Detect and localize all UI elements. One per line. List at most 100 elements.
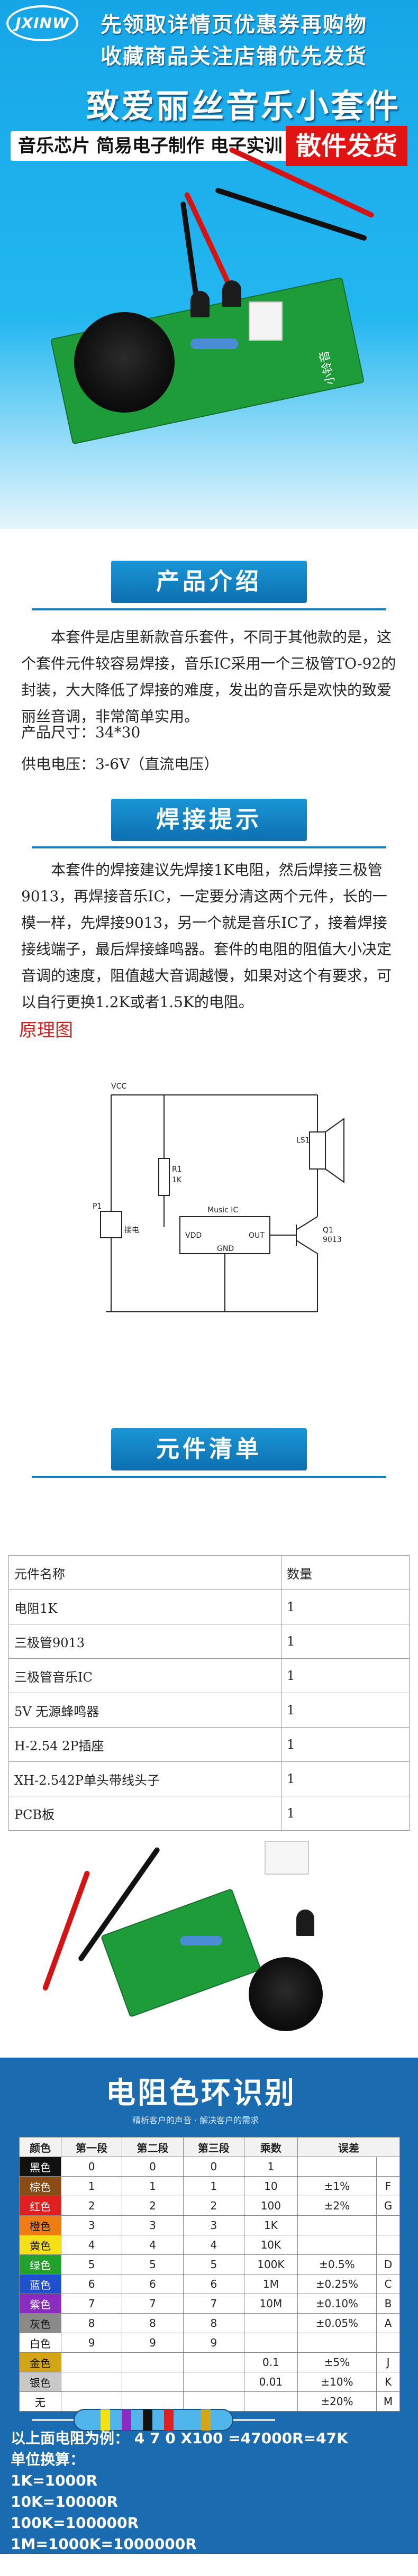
color-cell: 6 — [183, 2274, 244, 2294]
color-col-header: 第二段 — [122, 2137, 184, 2157]
color-cell: ±0.05% — [297, 2313, 377, 2333]
color-cell: 2 — [122, 2196, 184, 2216]
product-title: 致爱丽丝音乐小套件 — [86, 87, 401, 125]
color-cell: ±2% — [297, 2196, 377, 2216]
color-code-section: 电阻色环识别 精析客户的声音 · 解决客户的需求 颜色第一段第二段第三段乘数误差… — [0, 2058, 418, 2574]
part-qty: 1 — [281, 1727, 410, 1762]
color-swatch: 绿色 — [19, 2254, 61, 2274]
color-row: 无±20%M — [19, 2391, 400, 2411]
color-cell: K — [376, 2372, 400, 2392]
q1-symbol — [270, 1216, 318, 1312]
gnd-pin: GND — [217, 1245, 234, 1253]
color-cell — [376, 2157, 400, 2177]
color-cell — [122, 2372, 184, 2392]
color-code-subtitle: 精析客户的声音 · 解决客户的需求 — [132, 2115, 259, 2125]
unit-line: 10K=10000R — [11, 2493, 119, 2510]
color-cell: 9 — [122, 2333, 184, 2353]
loose-pcb — [100, 1888, 262, 2018]
table-header-row: 元件名称 数量 — [8, 1555, 410, 1590]
color-cell: 6 — [122, 2274, 184, 2294]
music-ic — [222, 280, 241, 307]
color-col-header: 乘数 — [243, 2137, 298, 2157]
color-cell — [297, 2215, 377, 2235]
intro-heading: 产品介绍 — [111, 561, 307, 603]
color-swatch: 黑色 — [19, 2157, 61, 2177]
loose-buzzer — [249, 1957, 323, 2031]
part-name: 5V 无源蜂鸣器 — [8, 1693, 281, 1728]
buzzer — [74, 312, 175, 413]
color-swatch: 红色 — [19, 2196, 61, 2216]
color-cell: 4 — [122, 2235, 184, 2255]
parts-photo — [0, 1804, 418, 2047]
color-cell: ±20% — [297, 2391, 377, 2411]
color-cell — [60, 2352, 123, 2372]
part-name: H-2.54 2P插座 — [8, 1727, 281, 1762]
color-cell: 1M — [243, 2274, 298, 2294]
part-qty: 1 — [281, 1624, 410, 1659]
vcc-label: VCC — [111, 1082, 126, 1091]
color-cell: 7 — [60, 2294, 123, 2314]
intro-divider — [32, 608, 386, 610]
schematic-diagram: VCC R1 1K Music IC VDD OUT GND Q1 9013 L… — [93, 1082, 344, 1312]
color-col-header: 颜色 — [19, 2137, 61, 2157]
color-cell — [297, 2235, 377, 2255]
part-name: PCB板 — [8, 1796, 281, 1831]
weld-text: 本套件的焊接建议先焊接1K电阻，然后焊接三极管9013，再焊接音乐IC，一定要分… — [21, 861, 392, 1011]
color-cell — [243, 2313, 298, 2333]
color-cell: 7 — [122, 2294, 184, 2314]
unit-line: 100K=100000R — [11, 2514, 139, 2532]
color-cell: 0 — [60, 2157, 123, 2177]
weld-heading: 焊接提示 — [111, 799, 307, 841]
color-cell: 5 — [60, 2254, 123, 2274]
transistor — [190, 291, 210, 317]
speaker-cone — [325, 1118, 344, 1183]
color-cell: ±0.10% — [297, 2294, 377, 2314]
units-title: 单位换算： — [11, 2451, 85, 2468]
col-name-header: 元件名称 — [8, 1555, 281, 1590]
color-cell: 100K — [243, 2254, 298, 2274]
resistor — [190, 339, 238, 349]
speaker-label: LS1 — [296, 1136, 310, 1145]
vdd-pin: VDD — [185, 1231, 202, 1240]
p1-value: 接电 — [124, 1226, 139, 1235]
ic-label: Music IC — [207, 1206, 238, 1214]
color-cell: 10M — [243, 2294, 298, 2314]
color-cell — [376, 2215, 400, 2235]
weld-divider — [32, 846, 386, 848]
color-cell: M — [376, 2391, 400, 2411]
color-cell: 0 — [122, 2157, 184, 2177]
loose-connector — [265, 1841, 309, 1875]
color-cell: C — [376, 2274, 400, 2294]
color-cell: 5 — [122, 2254, 184, 2274]
color-cell: 1 — [60, 2176, 123, 2196]
color-cell: G — [376, 2196, 400, 2216]
color-cell — [243, 2333, 298, 2353]
r1-symbol — [158, 1158, 170, 1196]
promo-line-1: 先领取详情页优惠券再购物 — [101, 13, 367, 37]
color-cell: ±0.25% — [297, 2274, 377, 2294]
part-name: 电阻1K — [8, 1590, 281, 1624]
color-col-header: 第三段 — [183, 2137, 244, 2157]
part-name: 三极管9013 — [8, 1624, 281, 1659]
speaker-box — [309, 1131, 326, 1170]
resistor-diagram — [32, 2409, 275, 2431]
color-cell: 1K — [243, 2215, 298, 2235]
unit-line: 10M=10000K=10000000R — [11, 2556, 228, 2574]
hero-banner: JXINW 先领取详情页优惠券再购物 收藏商品关注店铺优先发货 致爱丽丝音乐小套… — [0, 0, 418, 529]
color-swatch: 紫色 — [19, 2294, 61, 2314]
intro-text: 本套件是店里新款音乐套件，不同于其他款的是，这个套件元件较容易焊接，音乐IC采用… — [21, 628, 396, 725]
color-cell: 1 — [122, 2176, 184, 2196]
product-size: 产品尺寸：34*30 — [21, 724, 141, 741]
part-name: 三极管音乐IC — [8, 1658, 281, 1693]
feature-tags: 音乐芯片 简易电子制作 电子实训 — [11, 131, 293, 161]
color-cell — [60, 2372, 123, 2392]
color-cell: ±10% — [297, 2372, 377, 2392]
